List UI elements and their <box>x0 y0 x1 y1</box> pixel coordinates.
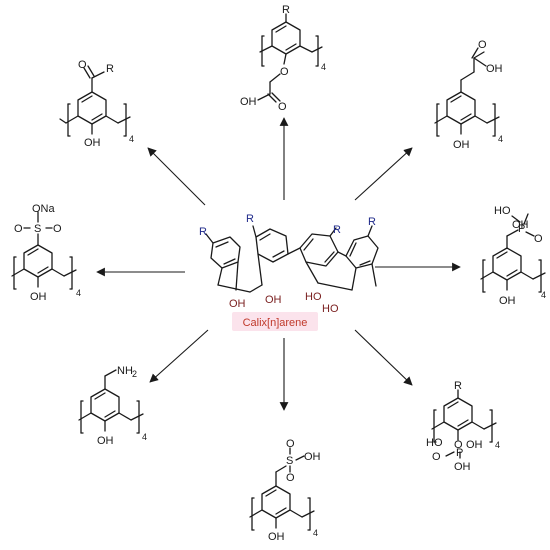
acyl-label-o: O <box>78 59 87 71</box>
phosphate-label-ho: HO <box>426 437 443 449</box>
mesyl-repeat: 4 <box>313 528 318 538</box>
ether-label-r: R <box>282 4 290 16</box>
core-r-1: R <box>199 226 207 238</box>
mesyl-label-oh2: OH <box>268 531 285 543</box>
sulfonate-label-o1: O <box>14 223 23 235</box>
propanoic-repeat: 4 <box>498 134 503 144</box>
phosphate-label-o2: O <box>432 451 441 463</box>
ether-repeat: 4 <box>321 62 326 72</box>
amino-label-nh: NH <box>117 365 133 377</box>
ether-label-o2: O <box>278 101 287 113</box>
core-ring-2 <box>249 225 301 293</box>
structure-ether-acetic-acid: R O OH O 4 <box>240 4 326 113</box>
core-hydroxyl-2: OH <box>265 294 282 306</box>
mesyl-label-o2: O <box>286 472 295 484</box>
propanoic-label-oh: OH <box>486 63 503 75</box>
mesyl-label-s: S <box>286 455 293 467</box>
acyl-label-oh: OH <box>84 137 101 149</box>
phosphonic-label-oh2: OH <box>499 295 516 307</box>
acyl-label-r: R <box>106 63 114 75</box>
calixarene-core: Calix[n]arene <box>199 213 379 331</box>
structure-aminomethyl: NH 2 OH 4 <box>78 365 147 447</box>
mesyl-label-oh: OH <box>304 451 321 463</box>
core-hydroxyl-4: HO <box>322 303 339 315</box>
sulfonate-label-o2: O <box>53 223 62 235</box>
sulfonate-repeat: 4 <box>76 288 81 298</box>
arrow-to-aminomethyl <box>149 329 209 383</box>
structure-phosphate: R HO O P O OH OH 4 <box>426 380 500 473</box>
core-hydroxyl-1: OH <box>229 298 246 310</box>
core-r-3: R <box>333 224 341 236</box>
mesyl-label-o1: O <box>286 438 295 450</box>
core-title-highlight <box>232 312 318 331</box>
phosphate-repeat: 4 <box>495 440 500 450</box>
ether-label-o: O <box>280 66 289 78</box>
amino-repeat: 4 <box>142 432 147 442</box>
structure-acyl: O R OH 4 <box>59 59 134 149</box>
phosphate-label-oh: OH <box>466 439 483 451</box>
sulfonate-label-oh: OH <box>30 291 47 303</box>
phosphonic-label-p: P <box>518 223 525 235</box>
phosphonic-repeat: 4 <box>541 290 546 300</box>
structure-methanesulfonic-acid: O S O OH OH 4 <box>249 438 321 543</box>
phosphate-label-o: O <box>454 439 463 451</box>
phosphonic-label-o: O <box>534 233 543 245</box>
core-ring-4 <box>317 225 379 291</box>
acyl-repeat: 4 <box>129 134 134 144</box>
phosphate-label-p: P <box>456 447 463 459</box>
phosphate-label-oh2: OH <box>454 461 471 473</box>
sulfonate-label-s: S <box>34 223 41 235</box>
arrow-to-propanoic-acid <box>354 147 413 201</box>
structure-propanoic-acid: O OH OH 4 <box>434 39 503 151</box>
core-r-2: R <box>246 213 254 225</box>
core-ring-1 <box>205 233 251 293</box>
structure-phosphonic-acid: HO OH P O OH 4 <box>480 205 546 307</box>
reaction-arrows <box>96 117 461 411</box>
propanoic-label-oh2: OH <box>453 139 470 151</box>
ether-label-oh: OH <box>240 96 257 108</box>
propanoic-label-o: O <box>478 39 487 51</box>
arrow-to-phosphate <box>354 329 413 386</box>
amino-label-2: 2 <box>132 369 137 379</box>
phosphate-label-r: R <box>454 380 462 392</box>
core-ring-3 <box>299 227 347 284</box>
arrow-to-acyl <box>147 147 206 206</box>
amino-label-oh: OH <box>97 435 114 447</box>
structure-sulfonate: ONa S O O OH 4 <box>11 203 81 303</box>
core-r-4: R <box>368 216 376 228</box>
sulfonate-label-ona: ONa <box>32 203 56 215</box>
phosphonic-label-oh: OH <box>512 219 529 231</box>
phosphonic-label-ho: HO <box>494 205 511 217</box>
core-title: Calix[n]arene <box>243 317 308 329</box>
core-hydroxyl-3: HO <box>305 291 322 303</box>
